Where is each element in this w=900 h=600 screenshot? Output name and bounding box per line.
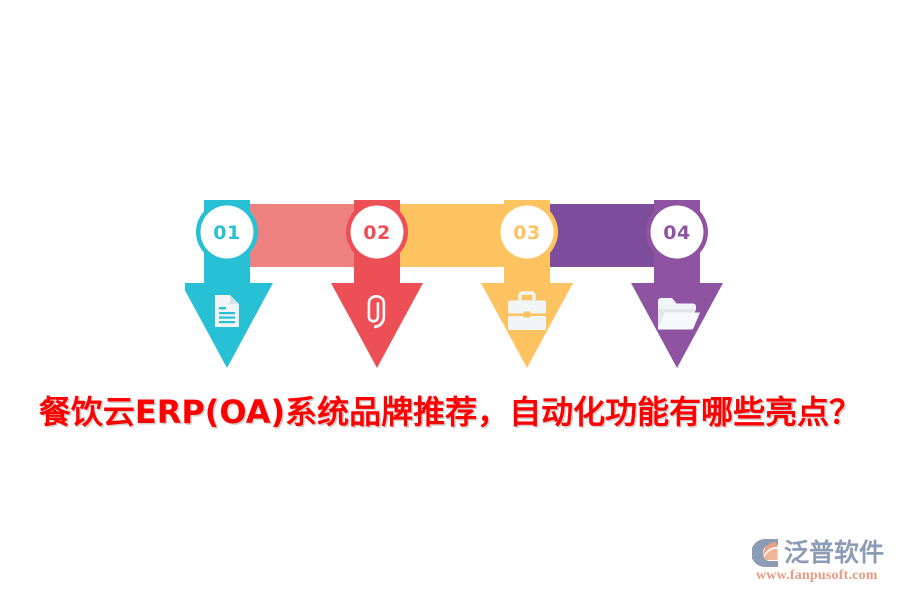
process-step-2[interactable]: 02: [331, 200, 423, 368]
step-number-1: 01: [213, 222, 240, 244]
watermark-url: www.fanpusoft.com: [756, 568, 878, 583]
document-icon: [215, 295, 239, 327]
folder-icon: [658, 298, 700, 330]
step-number-3: 03: [513, 222, 540, 244]
process-step-3[interactable]: 03: [481, 200, 573, 368]
process-step-4[interactable]: 04: [631, 200, 723, 368]
step-number-4: 04: [663, 222, 690, 244]
arrow-process-infographic: 01 02: [185, 195, 725, 375]
step-circle-inner-2: [350, 205, 404, 259]
watermark-brand: 泛普软件: [784, 538, 885, 567]
step-circle-inner-4: [650, 205, 704, 259]
watermark: 泛普软件 www.fanpusoft.com: [751, 536, 892, 588]
fanpu-logo-icon: [751, 538, 782, 568]
briefcase-icon: [508, 291, 546, 330]
step-circle-inner-1: [200, 205, 254, 259]
step-circle-inner-3: [500, 205, 554, 259]
process-step-1[interactable]: 01: [185, 200, 273, 368]
page-title: 餐饮云ERP(OA)系统品牌推荐，自动化功能有哪些亮点？: [38, 393, 862, 431]
step-number-2: 02: [363, 222, 390, 244]
paperclip-icon: [367, 295, 386, 329]
